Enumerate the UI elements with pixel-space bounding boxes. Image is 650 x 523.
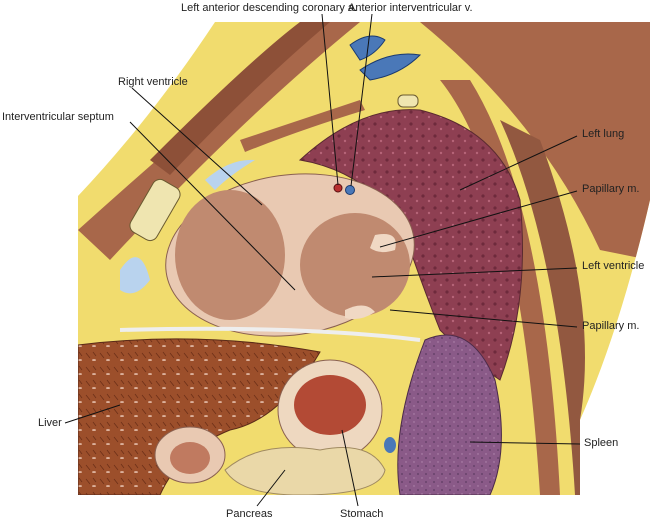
papillary-muscle bbox=[370, 234, 396, 253]
label-right-ventricle: Right ventricle bbox=[118, 76, 188, 88]
label-interventricular-septum: Interventricular septum bbox=[2, 111, 114, 123]
right-ventricle bbox=[175, 190, 285, 320]
pleural-space bbox=[120, 257, 150, 294]
spleen bbox=[397, 334, 502, 495]
left-ventricle bbox=[300, 213, 410, 317]
label-papillary-lower: Papillary m. bbox=[582, 320, 640, 332]
label-pancreas: Pancreas bbox=[226, 508, 273, 520]
label-stomach: Stomach bbox=[340, 508, 384, 520]
label-lad: Left anterior descending coronary a. bbox=[181, 2, 358, 14]
interventricular-vein bbox=[345, 185, 355, 195]
rib bbox=[129, 178, 181, 242]
label-left-ventricle: Left ventricle bbox=[582, 260, 645, 272]
leader-lines bbox=[64, 13, 581, 507]
coronary-artery bbox=[333, 183, 343, 193]
label-anterior-interventricular-vein: Anterior interventricular v. bbox=[348, 2, 473, 14]
label-liver: Liver bbox=[38, 417, 62, 429]
label-papillary-upper: Papillary m. bbox=[582, 183, 640, 195]
label-spleen: Spleen bbox=[584, 437, 619, 449]
pancreas bbox=[224, 447, 386, 495]
label-left-lung: Left lung bbox=[582, 128, 625, 140]
